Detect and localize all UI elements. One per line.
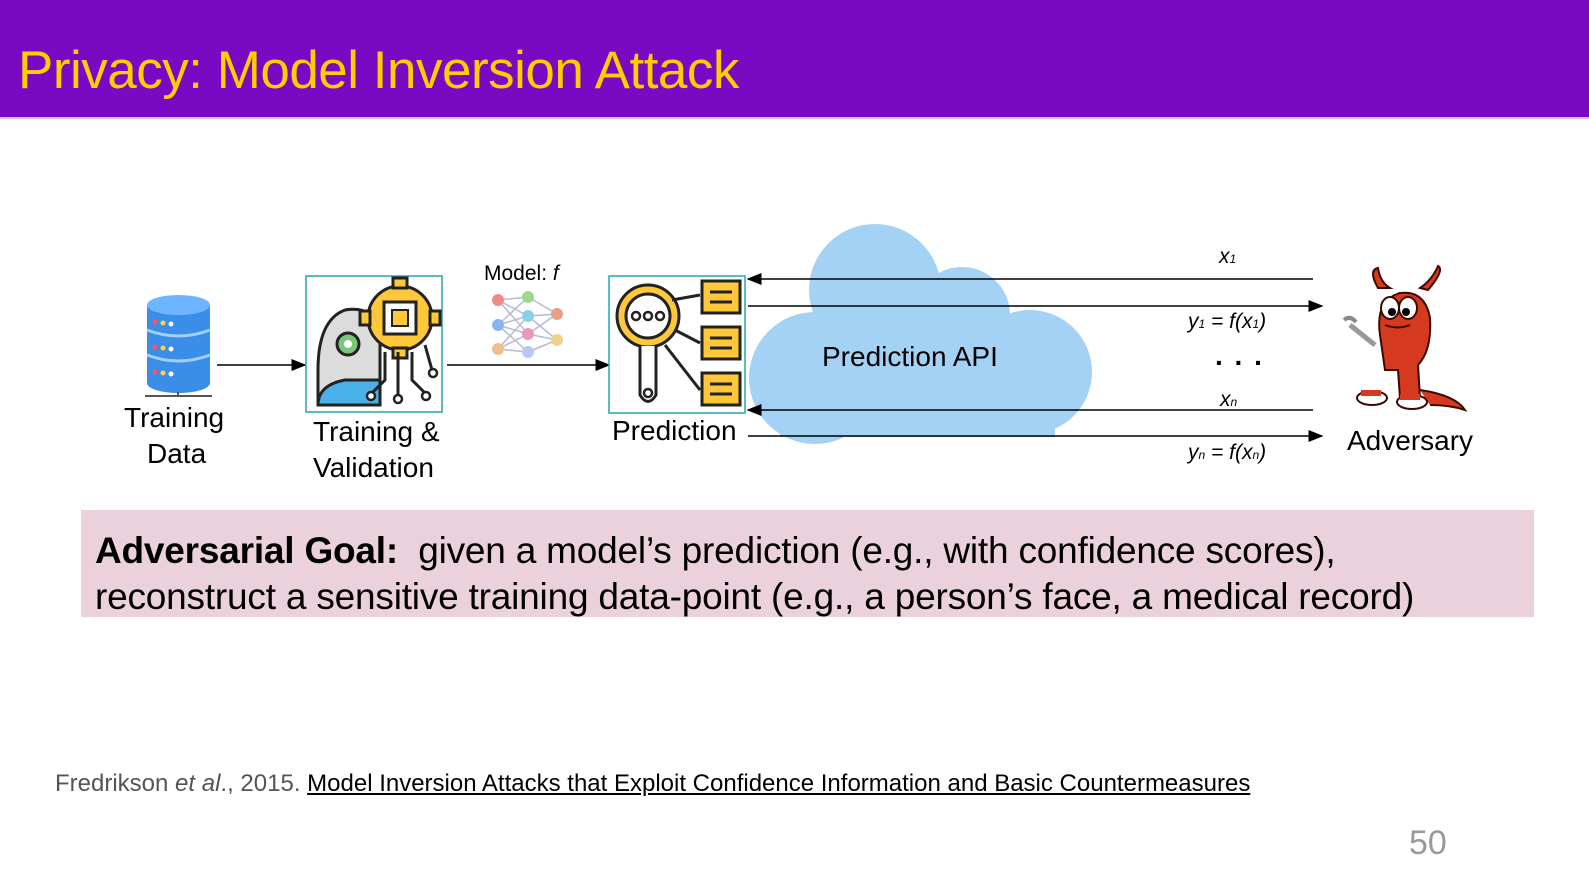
response-1-y: y (1188, 310, 1199, 333)
response-1-sub2: 1 (1252, 317, 1260, 331)
citation-year: ., 2015. (220, 770, 301, 797)
response-1-sub: 1 (1198, 317, 1206, 331)
query-n-label: xn (1220, 388, 1237, 412)
response-1-eq: = f(x (1205, 310, 1253, 333)
goal-heading: Adversarial Goal: (95, 530, 399, 571)
query-n-var: x (1220, 388, 1231, 411)
adversarial-goal-text: Adversarial Goal: given a model’s predic… (95, 528, 1414, 620)
model-label: Model: f (484, 262, 559, 286)
citation: Fredrikson et al., 2015. Model Inversion… (55, 770, 1250, 798)
training-data-label-line-1: Training (124, 402, 225, 433)
response-n-label: yn = f(xn) (1188, 441, 1266, 465)
page-number: 50 (1409, 824, 1447, 862)
response-n-sub: n (1198, 448, 1206, 462)
prediction-label: Prediction (612, 415, 737, 446)
neural-network-icon (492, 291, 563, 358)
citation-authors: Fredrikson (55, 770, 169, 797)
ai-chip-head-icon (305, 275, 443, 413)
training-label-line-1: Training & (313, 416, 440, 447)
devil-adversary-icon (1342, 264, 1468, 412)
training-data-label-line-2: Data (147, 438, 207, 469)
response-n-close: ) (1259, 441, 1267, 464)
prediction-search-icon (608, 275, 746, 414)
model-label-text: Model: (484, 262, 548, 285)
query-1-label: x1 (1219, 245, 1236, 269)
query-1-var: x (1219, 245, 1230, 268)
model-symbol: f (552, 262, 559, 285)
response-n-eq: = f(x (1205, 441, 1253, 464)
prediction-api-label: Prediction API (822, 341, 998, 372)
database-icon (145, 295, 212, 397)
response-n-sub2: n (1252, 448, 1260, 462)
goal-line-1: given a model’s prediction (e.g., with c… (418, 530, 1336, 571)
slide-title: Privacy: Model Inversion Attack (18, 41, 739, 100)
training-label-line-2: Validation (313, 452, 434, 483)
title-bar (0, 0, 1589, 118)
response-n-y: y (1188, 441, 1199, 464)
title-divider (0, 117, 1589, 119)
citation-et-al: et al (175, 770, 221, 797)
cloud-icon (749, 224, 1092, 444)
ellipsis: . . . (1215, 340, 1264, 371)
query-1-sub: 1 (1229, 252, 1237, 266)
adversarial-goal-box: Adversarial Goal: given a model’s predic… (81, 510, 1534, 617)
goal-line-2: reconstruct a sensitive training data-po… (95, 576, 1415, 617)
citation-link[interactable]: Model Inversion Attacks that Exploit Con… (307, 770, 1251, 797)
response-1-label: y1 = f(x1) (1188, 310, 1266, 334)
adversary-label: Adversary (1347, 425, 1474, 456)
query-n-sub: n (1230, 395, 1238, 409)
response-1-close: ) (1259, 310, 1267, 333)
